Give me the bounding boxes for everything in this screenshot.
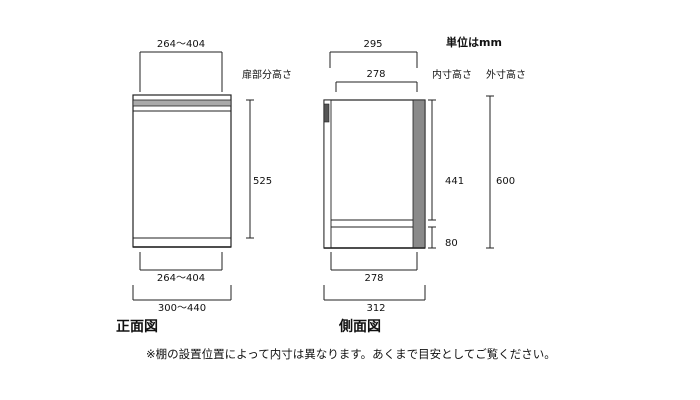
front-top-band [132,99,232,107]
front-top-width-dimension: 264～404 [139,39,223,92]
front-bottom-inner-width-label: 264～404 [157,273,205,284]
side-top-inner-depth-label: 278 [366,69,385,80]
side-bottom-inner-depth-dimension: 278 [330,252,418,284]
side-base-height-dimension: 80 [428,226,458,249]
side-bottom-inner-depth-label: 278 [364,273,383,284]
front-view-title: 正面図 [116,319,158,335]
dimension-note: ※棚の設置位置によって内寸は異なります。あくまで目安としてご覧ください。 [146,347,556,361]
outer-height-header: 外寸高さ [486,68,526,81]
side-base-height-label: 80 [445,238,458,249]
side-outer-height-label: 600 [496,176,515,187]
side-top-outer-depth-label: 295 [363,39,382,50]
front-top-width-label: 264～404 [157,39,205,50]
front-bottom-outer-width-dimension: 300～440 [132,285,232,314]
front-bottom-inner-width-dimension: 264～404 [139,252,223,284]
side-back-panel [412,99,426,249]
side-bottom-outer-depth-dimension: 312 [323,285,426,314]
front-height-label: 525 [253,176,272,187]
side-inner-height-label: 441 [445,176,464,187]
side-top-inner-depth-dimension: 278 [335,69,418,92]
front-bottom-outer-width-label: 300～440 [158,303,206,314]
side-view-title: 側面図 [338,318,381,335]
unit-label: 単位はmm [446,35,502,49]
side-cabinet-body [323,99,426,249]
side-outer-height-dimension: 600 [486,95,515,249]
side-top-outer-depth-dimension: 295 [329,39,418,68]
side-inner-height-dimension: 441 [428,99,464,221]
front-view: 264～404 525 264～404 [116,39,272,335]
side-door-handle [323,103,330,123]
front-cabinet-body [132,94,232,248]
front-height-dimension: 525 [246,99,272,239]
side-bottom-outer-depth-label: 312 [366,303,385,314]
side-view: 295 278 441 [323,39,515,335]
inner-height-header: 内寸高さ [432,68,472,81]
door-height-header: 扉部分高さ [242,68,292,81]
